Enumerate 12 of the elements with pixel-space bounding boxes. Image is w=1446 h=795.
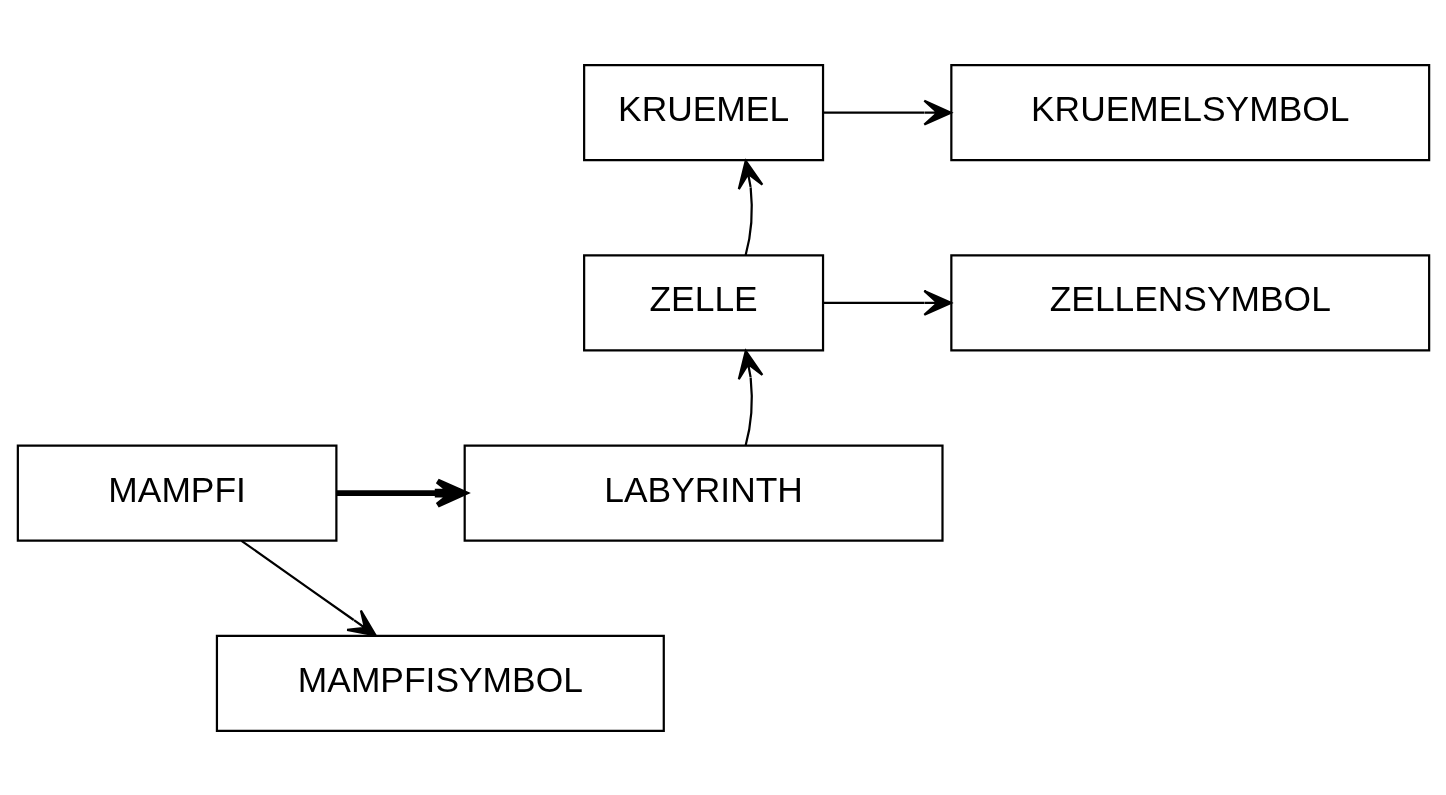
node-box: ZELLE (582, 253, 824, 352)
arrow (822, 99, 952, 126)
node-box: KRUEMEL (582, 63, 824, 161)
node-box: ZELLENSYMBOL (949, 253, 1430, 352)
arrow (737, 159, 763, 256)
arrow (822, 289, 952, 316)
node-box: LABYRINTH (463, 443, 944, 542)
arrow (737, 349, 763, 446)
node-box: MAMPFISYMBOL (215, 634, 665, 732)
arrow (240, 539, 377, 637)
node-box: KRUEMELSYMBOL (949, 63, 1430, 161)
node-box: MAMPFI (16, 443, 337, 542)
